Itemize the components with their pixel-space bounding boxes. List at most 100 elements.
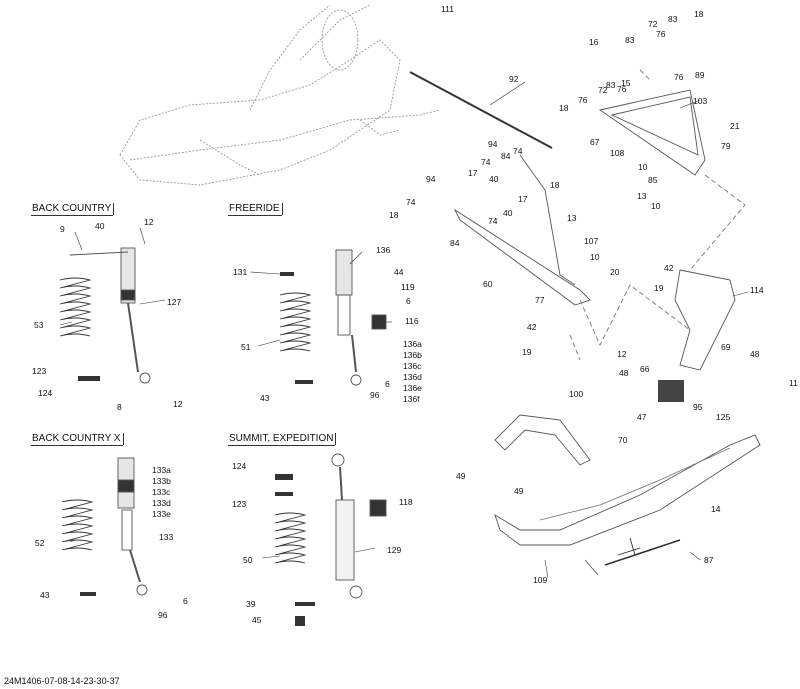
callout-label: 124 — [232, 461, 247, 471]
callout-label: 136e — [403, 383, 422, 393]
callout-label: 136f — [403, 394, 420, 404]
callout-label: 131 — [233, 267, 248, 277]
callout-label: 133 — [159, 532, 174, 542]
spindle — [674, 269, 736, 371]
callout-label: 10 — [651, 201, 661, 211]
upper-a-arm — [598, 89, 706, 176]
callout-label: 94 — [488, 139, 498, 149]
callout-label: 51 — [241, 342, 251, 352]
callout-label: 123 — [232, 499, 247, 509]
callout-label: 6 — [385, 379, 390, 389]
callout-label: 17 — [468, 168, 478, 178]
callout-label: 39 — [246, 599, 256, 609]
callout-label: 67 — [590, 137, 600, 147]
callout-label: 127 — [167, 297, 182, 307]
callout-label: 94 — [426, 174, 436, 184]
callout-label: 116 — [405, 316, 419, 326]
callout-label: 13 — [567, 213, 577, 223]
callout-label: 136 — [376, 245, 391, 255]
callout-label: 74 — [406, 197, 416, 207]
hardware — [78, 272, 684, 626]
callout-label: 89 — [695, 70, 705, 80]
callout-label: 136d — [403, 372, 422, 382]
shock-back-country-x — [117, 457, 148, 596]
section-title-freeride: FREERIDE — [228, 203, 283, 216]
callout-label: 107 — [584, 236, 599, 246]
callout-label: 133a — [152, 465, 171, 475]
callout-label: 76 — [578, 95, 588, 105]
callout-label: 95 — [693, 402, 703, 412]
callout-label: 47 — [637, 412, 647, 422]
callout-label: 19 — [654, 283, 664, 293]
callout-label: 100 — [569, 389, 584, 399]
ski — [494, 434, 761, 546]
callout-label: 84 — [501, 151, 511, 161]
callout-label: 76 — [674, 72, 684, 82]
callout-label: 12 — [144, 217, 154, 227]
callout-label: 6 — [183, 596, 188, 606]
callout-label: 74 — [481, 157, 491, 167]
callout-label: 72 — [598, 85, 608, 95]
chassis-ghost — [119, 4, 441, 186]
callout-label: 69 — [721, 342, 731, 352]
callout-label: 74 — [488, 216, 498, 226]
callout-label: 45 — [252, 615, 262, 625]
callout-label: 124 — [38, 388, 53, 398]
callout-label: 9 — [60, 224, 65, 234]
callout-label: 66 — [640, 364, 650, 374]
callout-label: 10 — [590, 252, 600, 262]
runner — [604, 539, 681, 566]
callout-label: 136a — [403, 339, 422, 349]
callout-label: 133e — [152, 509, 171, 519]
spring-52 — [61, 499, 94, 551]
spring-50 — [274, 512, 307, 564]
callout-label: 17 — [518, 194, 528, 204]
callout-label: 11 — [789, 378, 798, 388]
callout-label: 133d — [152, 498, 171, 508]
callout-label: 15 — [621, 78, 631, 88]
callout-label: 6 — [406, 296, 411, 306]
callout-label: 79 — [721, 141, 731, 151]
callout-label: 20 — [610, 267, 620, 277]
drawing-reference-number: 24M1406-07-08-14-23-30-37 — [4, 676, 120, 686]
callout-label: 18 — [559, 103, 569, 113]
callout-label: 129 — [387, 545, 402, 555]
callout-label: 125 — [716, 412, 731, 422]
callout-label: 83 — [625, 35, 635, 45]
callout-label: 42 — [527, 322, 537, 332]
callout-label: 96 — [370, 390, 380, 400]
callout-label: 48 — [619, 368, 629, 378]
callout-label: 48 — [750, 349, 760, 359]
callout-label: 40 — [95, 221, 105, 231]
lower-a-arm — [453, 154, 591, 306]
section-title-back-country: BACK COUNTRY — [31, 203, 115, 216]
callout-label: 19 — [522, 347, 532, 357]
callout-label: 40 — [503, 208, 513, 218]
callout-label: 111 — [441, 4, 454, 14]
callout-label: 12 — [617, 349, 627, 359]
shock-back-country — [69, 247, 151, 384]
callout-label: 52 — [35, 538, 45, 548]
callout-label: 44 — [394, 267, 404, 277]
callout-label: 18 — [389, 210, 399, 220]
callout-label: 70 — [618, 435, 628, 445]
callout-label: 43 — [260, 393, 270, 403]
callout-label: 53 — [34, 320, 44, 330]
callout-label: 96 — [158, 610, 168, 620]
callout-label: 16 — [589, 37, 599, 47]
callout-label: 136b — [403, 350, 422, 360]
callout-label: 50 — [243, 555, 253, 565]
callout-label: 83 — [606, 80, 616, 90]
section-title-summit-expedition: SUMMIT, EXPEDITION — [228, 433, 337, 446]
callout-label: 10 — [638, 162, 648, 172]
callout-label: 18 — [550, 180, 560, 190]
callout-label: 21 — [730, 121, 740, 131]
callout-label: 43 — [40, 590, 50, 600]
callout-label: 87 — [704, 555, 714, 565]
callout-label: 49 — [456, 471, 466, 481]
callout-label: 42 — [664, 263, 674, 273]
callout-label: 114 — [750, 285, 764, 295]
spring-53 — [59, 277, 92, 337]
